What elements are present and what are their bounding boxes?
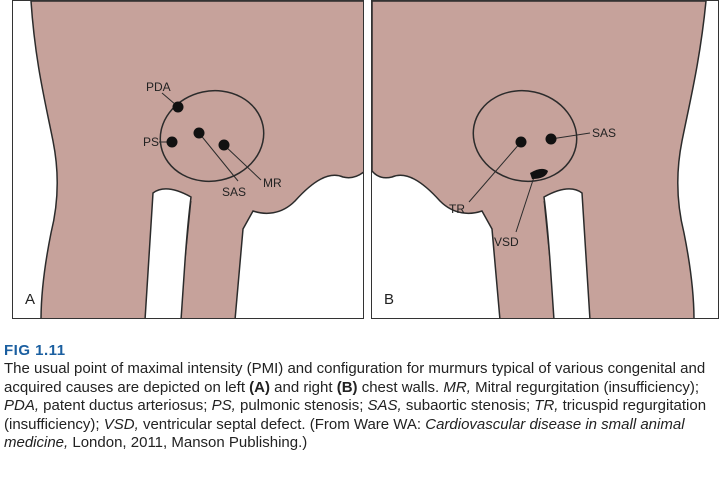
figure-label: FIG 1.11 <box>4 342 66 359</box>
panel-left-chest: PDA PS SAS MR A <box>12 0 364 319</box>
caption-text: and right <box>269 378 337 396</box>
caption-abbr-sas: SAS, <box>367 397 402 414</box>
ps-label: PS <box>143 135 159 149</box>
panel-letter-a: A <box>25 291 36 308</box>
mr-label: MR <box>263 176 282 190</box>
pmi-region-left <box>159 89 265 183</box>
sas-point-left <box>193 127 205 139</box>
caption-abbr-vsd: VSD, <box>103 415 139 433</box>
caption-abbr-mr: MR, <box>443 378 471 396</box>
caption-text: subaortic stenosis; <box>401 397 535 414</box>
vsd-point <box>530 168 548 179</box>
sas-point-right <box>545 133 557 145</box>
caption-text: pulmonic stenosis; <box>235 397 368 414</box>
caption-text: Mitral regurgitation (insufficiency); <box>470 378 700 396</box>
ps-point <box>166 136 178 148</box>
sas-label-left: SAS <box>222 185 246 199</box>
panel-letter-b: B <box>384 291 395 308</box>
dog-body-left <box>30 1 363 318</box>
caption-abbr-tr: TR, <box>534 397 559 414</box>
mr-point <box>218 139 230 151</box>
caption-source-title: Cardiovascular disease in small animal m… <box>4 415 685 452</box>
caption-text: ventricular septal defect. (From Ware WA… <box>138 415 426 433</box>
left-chest-illustration: PDA PS SAS MR <box>30 1 363 318</box>
figure-caption: The usual point of maximal intensity (PM… <box>4 360 720 453</box>
pda-label: PDA <box>146 80 171 94</box>
caption-ref-a: (A) <box>249 378 270 396</box>
caption-abbr-pda: PDA, <box>4 397 40 414</box>
caption-text: tricuspid regurgitation (insufficiency); <box>4 397 707 433</box>
sas-label-right: SAS <box>592 126 616 140</box>
tr-point <box>515 136 527 148</box>
caption-abbr-ps: PS, <box>211 397 236 414</box>
pda-point <box>172 101 184 113</box>
caption-text: The usual point of maximal intensity (PM… <box>4 360 706 396</box>
panel-right-chest: SAS TR VSD B <box>371 0 719 319</box>
tr-label: TR <box>449 202 465 216</box>
dog-body-right <box>372 1 707 318</box>
caption-text: London, 2011, Manson Publishing.) <box>68 434 308 451</box>
caption-ref-b: (B) <box>336 378 358 396</box>
caption-text: chest walls. <box>357 378 444 396</box>
vsd-label: VSD <box>494 235 519 249</box>
pmi-region-right <box>472 89 578 183</box>
right-chest-illustration: SAS TR VSD <box>372 1 707 318</box>
caption-text: patent ductus arteriosus; <box>39 397 212 414</box>
